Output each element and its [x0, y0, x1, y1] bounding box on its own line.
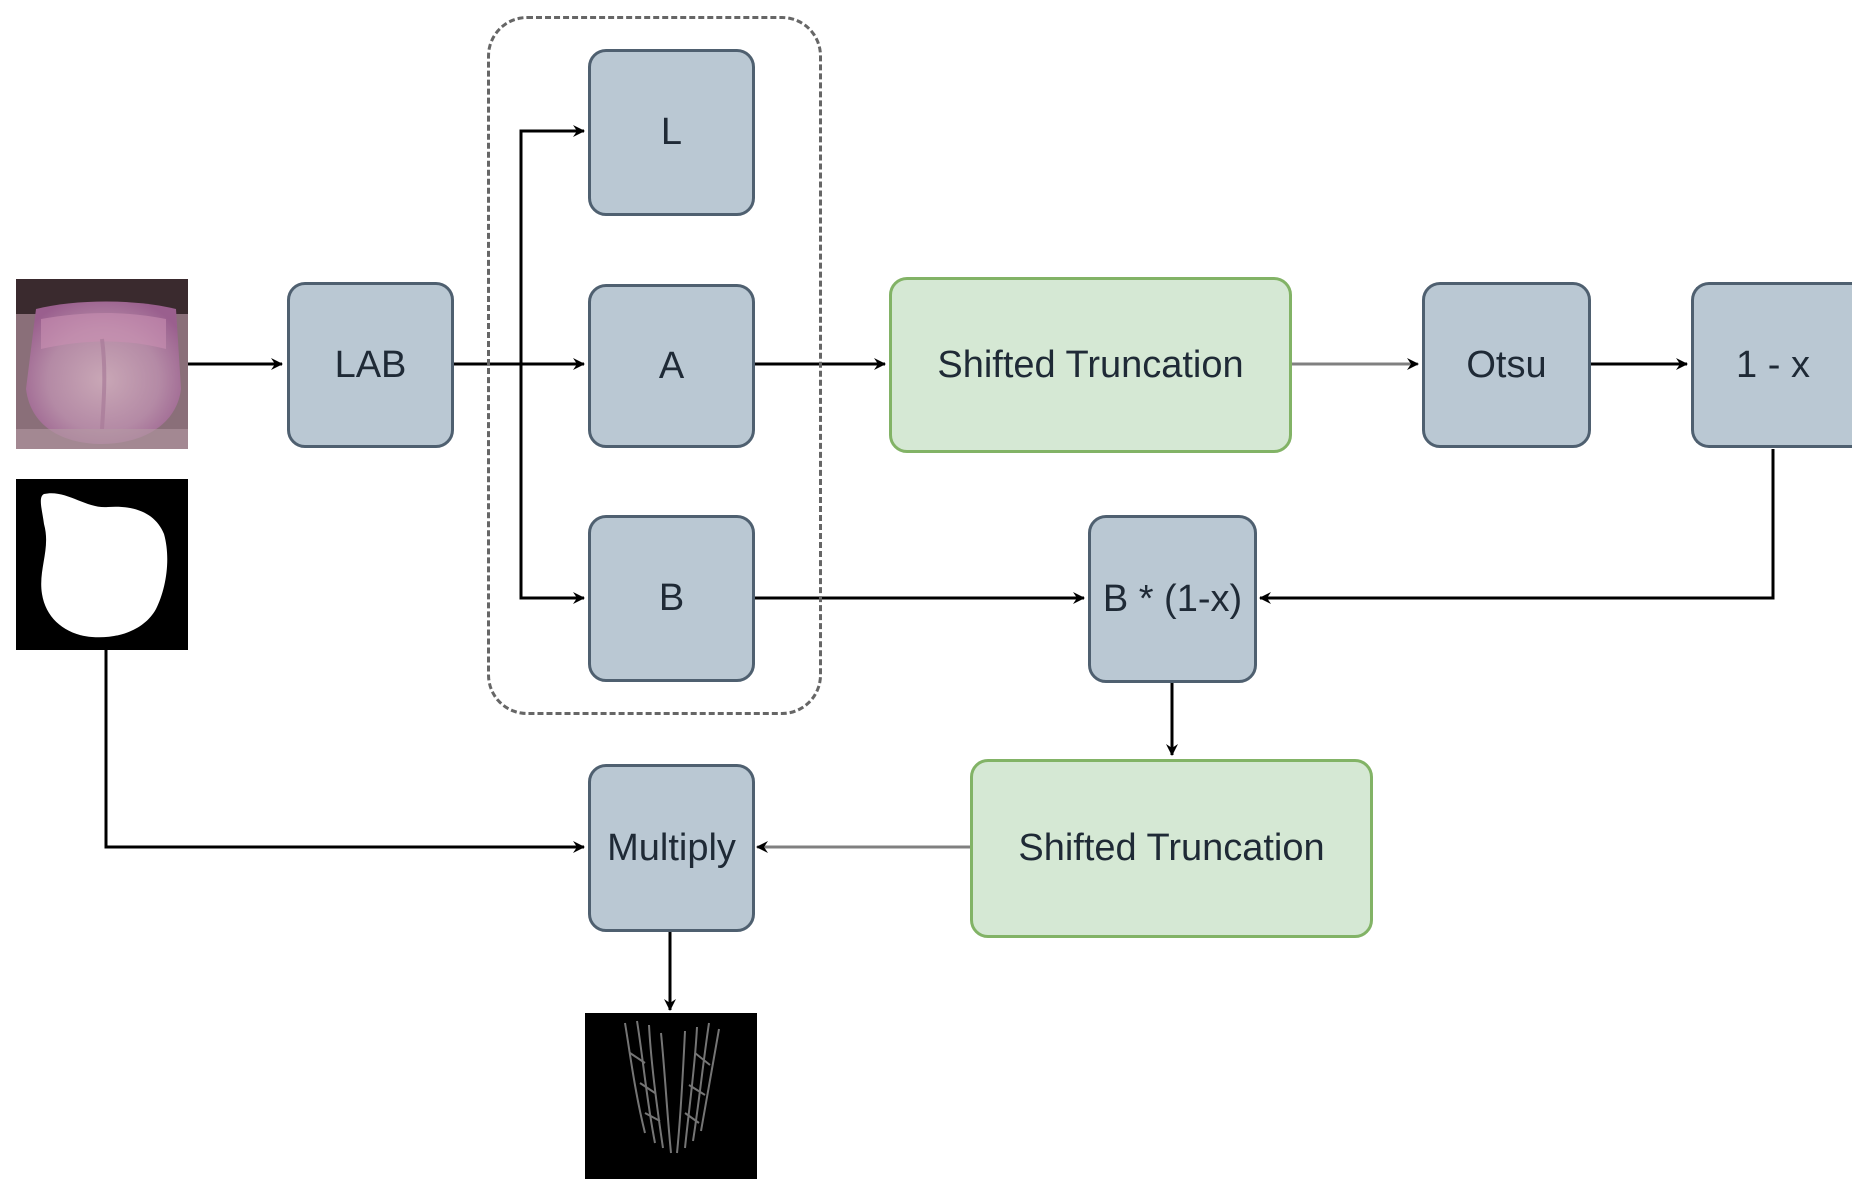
lab-node: LAB	[287, 282, 454, 448]
tongue-photo-icon	[16, 279, 188, 449]
lab-channels-group	[487, 16, 822, 715]
multiply-node: Multiply	[588, 764, 755, 932]
shifted-truncation-top-node: Shifted Truncation	[889, 277, 1292, 453]
otsu-node: Otsu	[1422, 282, 1591, 448]
a-channel-node: A	[588, 284, 755, 448]
b-channel-node: B	[588, 515, 755, 682]
b-times-one-minus-x-node: B * (1-x)	[1088, 515, 1257, 683]
edge-lab-to-b	[519, 364, 585, 604]
tongue-mask-icon	[16, 479, 188, 650]
edge-one-minus-x-to-product	[1259, 449, 1775, 604]
mask-image	[16, 479, 188, 650]
l-channel-node: L	[588, 49, 755, 216]
texture-output-icon	[585, 1013, 757, 1179]
output-image	[585, 1013, 757, 1179]
input-tongue-image	[16, 279, 188, 449]
shifted-truncation-bottom-node: Shifted Truncation	[970, 759, 1373, 938]
one-minus-x-node: 1 - x	[1691, 282, 1852, 448]
edge-mask-to-multiply	[104, 650, 585, 853]
